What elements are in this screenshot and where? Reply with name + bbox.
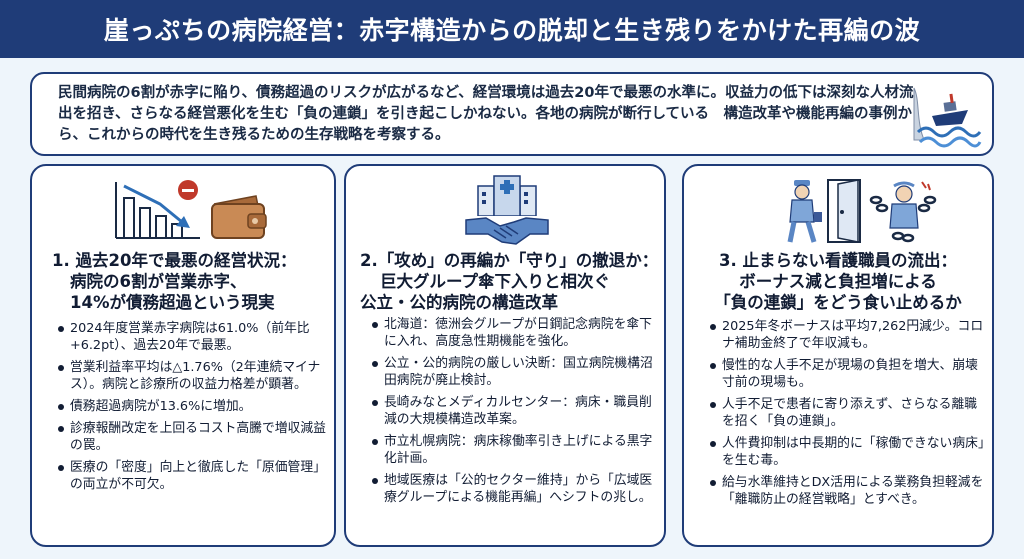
card-nurse-turnover: 3. 止まらない看護職員の流出： ボーナス減と負担増による 「負の連鎖」をどう食…	[682, 164, 994, 547]
card3-title-line: 「負の連鎖」をどう食い止めるか	[714, 293, 962, 312]
list-item: 医療の「密度」向上と徹底した「原価管理」の両立が不可欠。	[56, 459, 326, 493]
card2-title-line: 2.「攻め」の再編か「守り」の撤退か：	[360, 251, 659, 270]
declining-chart-icon	[115, 180, 200, 239]
card3-bullet-list: 2025年冬ボーナスは平均7,262円減少。コロナ補助金終了で年収減も。 慢性的…	[708, 318, 986, 513]
list-item: 慢性的な人手不足が現場の負担を増大、崩壊寸前の現場も。	[708, 357, 986, 391]
card1-title-line: 1. 過去20年で最悪の経営状況：	[52, 251, 297, 270]
card2-bullet-list: 北海道：徳洲会グループが日鋼記念病院を傘下に入れ、高度急性期機能を強化。 公立・…	[370, 316, 660, 511]
exit-door-icon	[827, 179, 861, 243]
card3-title: 3. 止まらない看護職員の流出： ボーナス減と負担増による 「負の連鎖」をどう食…	[684, 250, 992, 313]
card3-title-line: 3. 止まらない看護職員の流出：	[719, 251, 957, 270]
list-item: 人手不足で患者に寄り添えず、さらなる離職を招く「負の連鎖」。	[708, 396, 986, 430]
list-item: 公立・公的病院の厳しい決断：国立病院機構沼田病院が廃止検討。	[370, 355, 660, 389]
list-item: 診療報酬改定を上回るコスト高騰で増収減益の罠。	[56, 420, 326, 454]
list-item: 地域医療は「公的セクター維持」から「広域医療グループによる機能再編」へシフトの兆…	[370, 472, 660, 506]
card1-bullet-list: 2024年度営業赤字病院は61.0%（前年比+6.2pt）、過去20年で最悪。 …	[56, 320, 326, 498]
intro-panel: 民間病院の6割が赤字に陥り、債務超過のリスクが広がるなど、経営環境は過去20年で…	[30, 72, 994, 156]
card1-title: 1. 過去20年で最悪の経営状況： 病院の6割が営業赤字、 14%が債務超過とい…	[32, 250, 334, 313]
list-item: 2024年度営業赤字病院は61.0%（前年比+6.2pt）、過去20年で最悪。	[56, 320, 326, 354]
stressed-nurse-chains-icon	[869, 181, 937, 243]
card2-title-line: 巨大グループ傘下入りと相次ぐ	[380, 272, 611, 291]
ship-in-storm-icon	[913, 87, 982, 148]
card3-icons	[684, 172, 992, 246]
card1-title-line: 病院の6割が営業赤字、	[70, 272, 247, 291]
header-banner: 崖っぷちの病院経営：赤字構造からの脱却と生き残りをかけた再編の波	[0, 0, 1024, 58]
nurse-leaving-icon	[787, 180, 822, 243]
hospital-building-icon	[477, 175, 537, 216]
card2-title: 2.「攻め」の再編か「守り」の撤退か： 巨大グループ傘下入りと相次ぐ 公立・公的…	[346, 250, 664, 313]
list-item: 人件費抑制は中長期的に「稼働できない病床」を生む毒。	[708, 435, 986, 469]
list-item: 2025年冬ボーナスは平均7,262円減少。コロナ補助金終了で年収減も。	[708, 318, 986, 352]
handshake-icon	[465, 217, 549, 245]
list-item: 債務超過病院が13.6%に増加。	[56, 398, 326, 415]
card-restructuring: 2.「攻め」の再編か「守り」の撤退か： 巨大グループ傘下入りと相次ぐ 公立・公的…	[344, 164, 666, 547]
wallet-minus-icon	[211, 195, 267, 239]
page-title: 崖っぷちの病院経営：赤字構造からの脱却と生き残りをかけた再編の波	[103, 16, 921, 45]
card2-title-line: 公立・公的病院の構造改革	[360, 293, 558, 312]
list-item: 長崎みなとメディカルセンター：病床・職員削減の大規模構造改革案。	[370, 394, 660, 428]
list-item: 北海道：徳洲会グループが日鋼記念病院を傘下に入れ、高度急性期機能を強化。	[370, 316, 660, 350]
card1-icons	[32, 172, 334, 246]
card3-title-line: ボーナス減と負担増による	[739, 272, 937, 291]
card2-icons	[346, 172, 664, 246]
list-item: 給与水準維持とDX活用による業務負担軽減を「離職防止の経営戦略」とすべき。	[708, 474, 986, 508]
intro-text: 民間病院の6割が赤字に陥り、債務超過のリスクが広がるなど、経営環境は過去20年で…	[58, 85, 914, 143]
list-item: 市立札幌病院：病床稼働率引き上げによる黒字化計画。	[370, 433, 660, 467]
list-item: 営業利益率平均は△1.76%（2年連続マイナス）。病院と診療所の収益力格差が顕著…	[56, 359, 326, 393]
card1-title-line: 14%が債務超過という現実	[70, 293, 275, 312]
card-financial-status: 1. 過去20年で最悪の経営状況： 病院の6割が営業赤字、 14%が債務超過とい…	[30, 164, 336, 547]
